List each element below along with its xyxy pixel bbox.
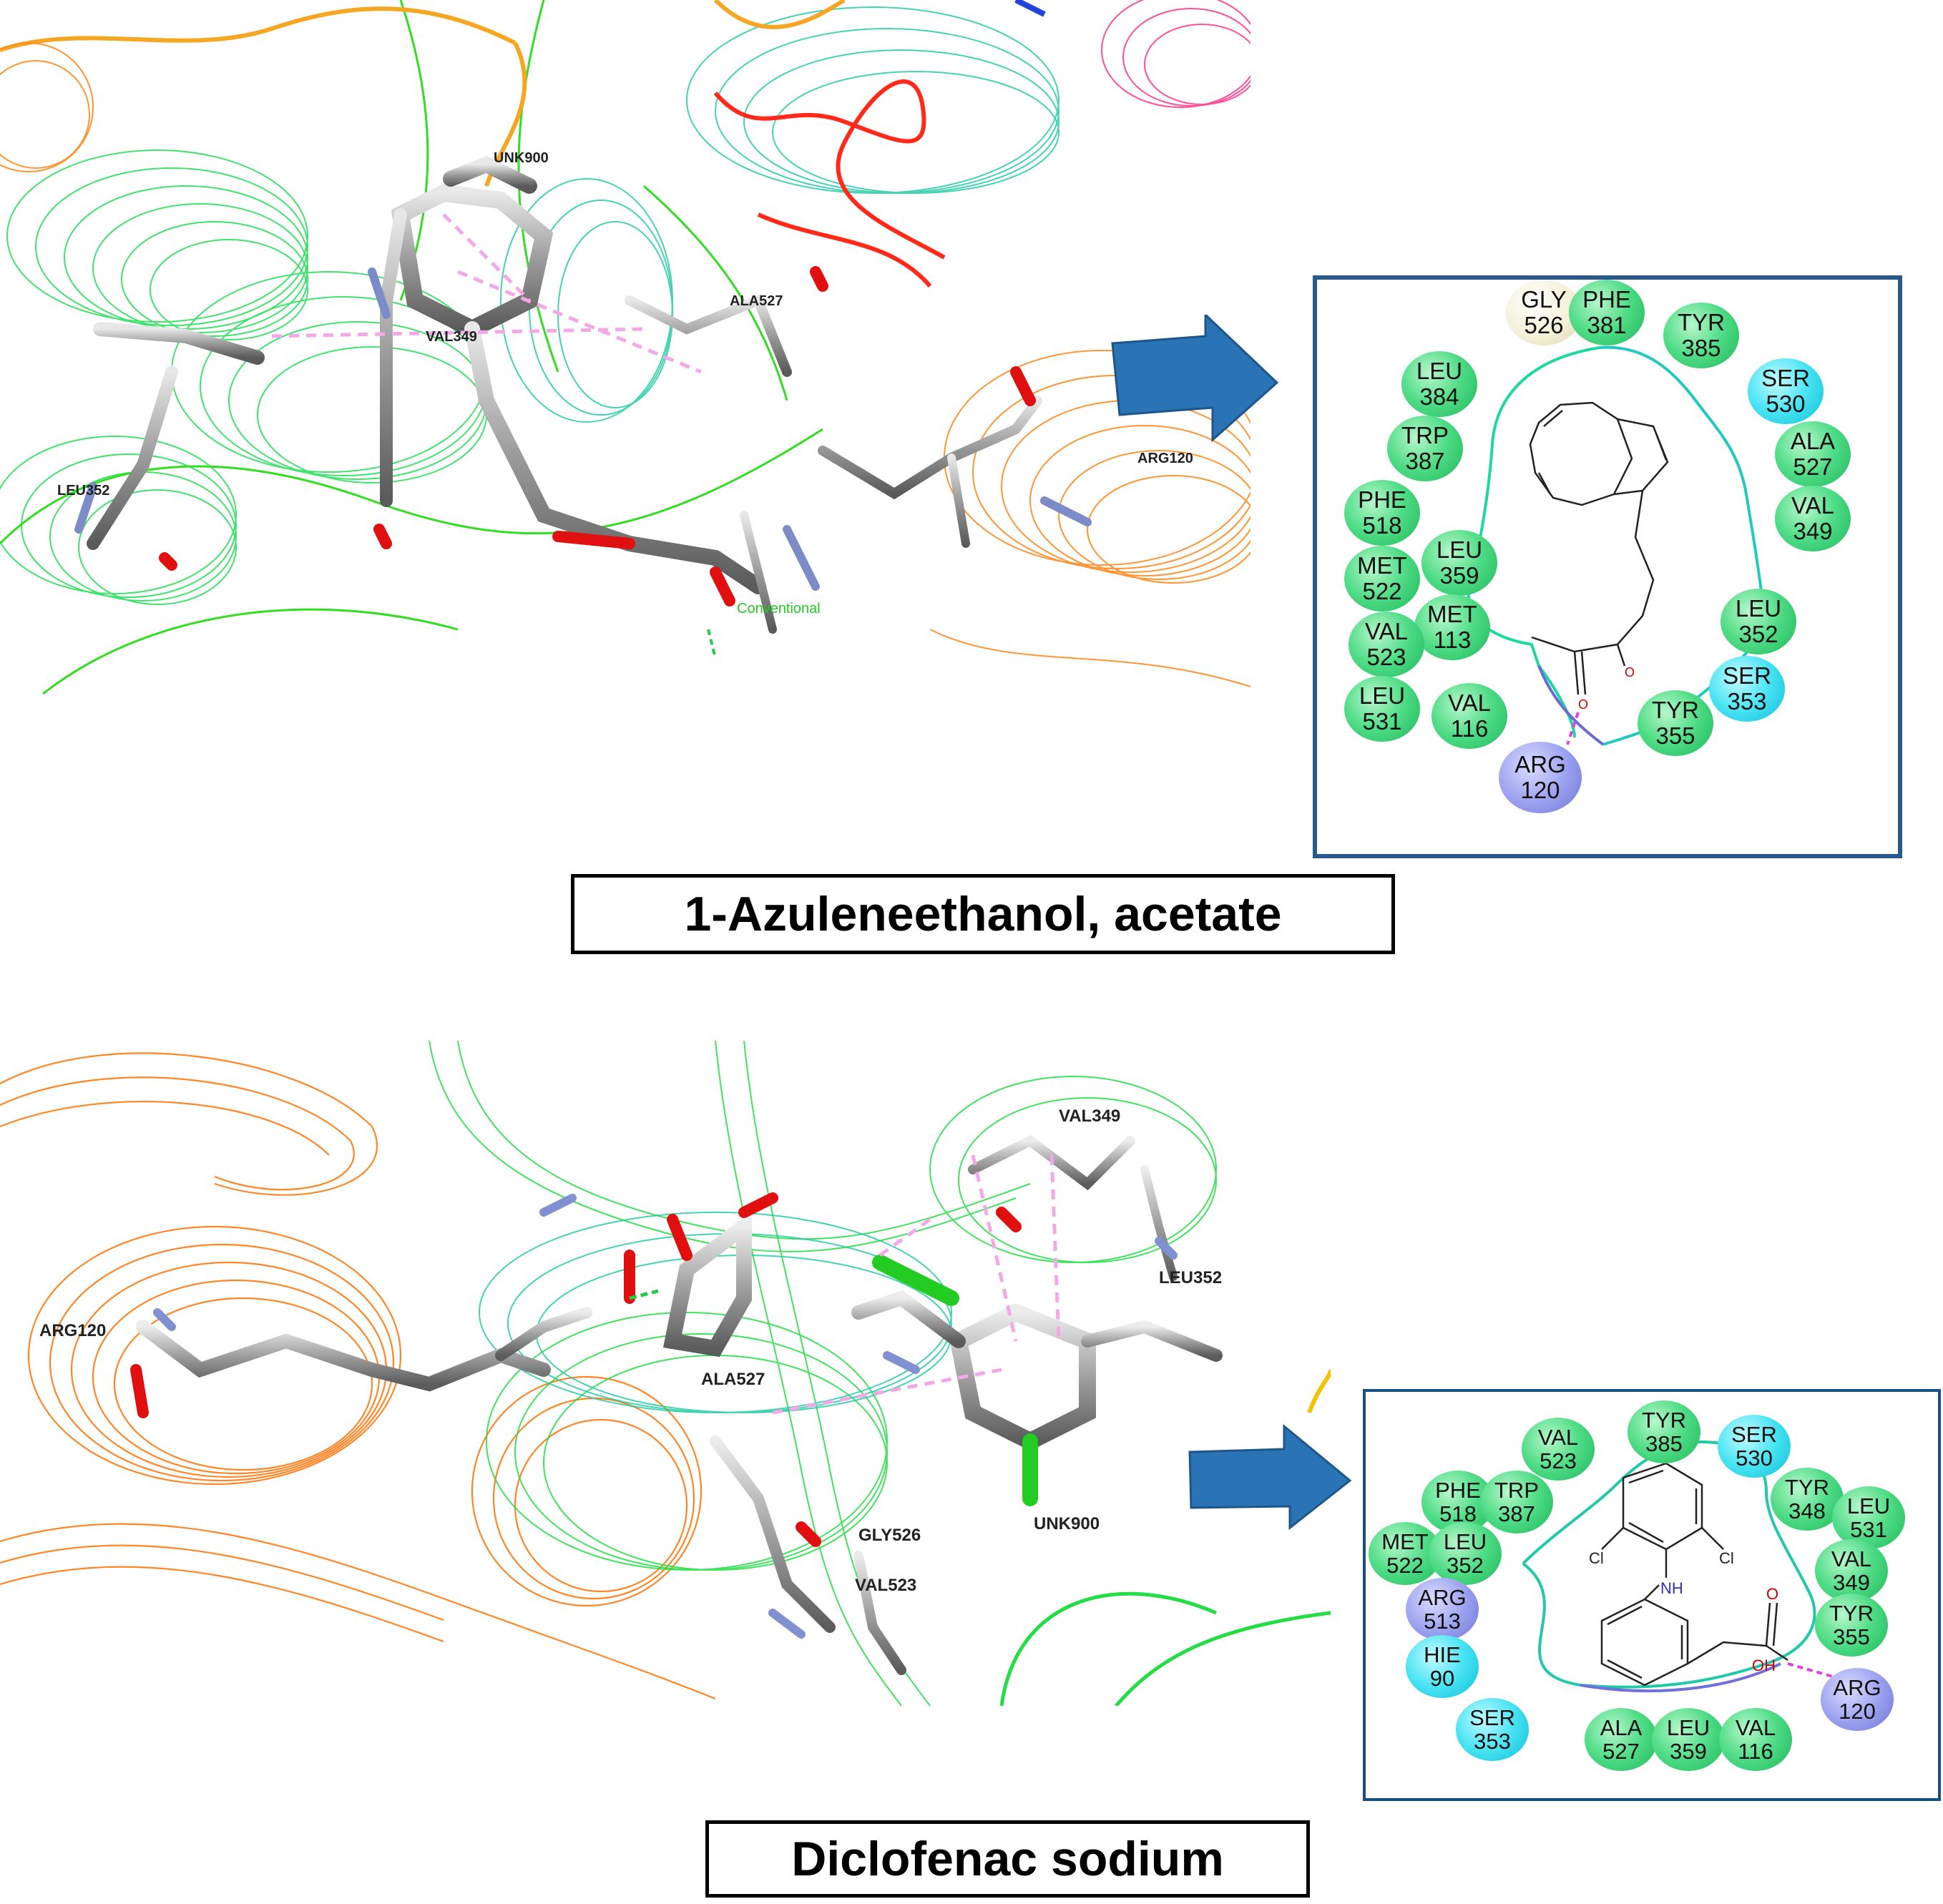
atom-cl-label: Cl	[1719, 1549, 1734, 1567]
label-arg120: ARG120	[39, 1321, 107, 1340]
label-arg120: ARG120	[1137, 451, 1193, 466]
panel2-ligand-structure: Cl Cl NH O OH	[1522, 1440, 1839, 1693]
label-leu352: LEU352	[1159, 1268, 1223, 1287]
atom-nh-label: NH	[1660, 1579, 1683, 1597]
panel2-3d-docking-view: ARG120 VAL349 LEU352 ALA527 GLY526 VAL52…	[0, 1041, 1331, 1706]
label-gly526: GLY526	[858, 1526, 921, 1545]
atom-cl-label: Cl	[1589, 1549, 1604, 1567]
caption-1-azuleneethanol-acetate: 1-Azuleneethanol, acetate	[571, 874, 1395, 954]
arrow-right-icon	[1188, 1423, 1352, 1531]
label-ala527: ALA527	[701, 1370, 765, 1389]
label-unk900: UNK900	[494, 150, 549, 166]
label-val349: VAL349	[1059, 1106, 1121, 1126]
atom-o-label: O	[1766, 1585, 1778, 1603]
atom-oh-label: OH	[1752, 1657, 1776, 1674]
arrow-right-icon	[1111, 315, 1279, 443]
atom-o-label: O	[1578, 697, 1588, 712]
atom-o-label: O	[1625, 665, 1635, 679]
label-unk900: UNK900	[1034, 1514, 1100, 1533]
panel1-3d-docking-view: UNK900 ALA527 VAL349 ARG120 LEU352 Conve…	[0, 0, 1251, 697]
caption-diclofenac-sodium: Diclofenac sodium	[705, 1820, 1310, 1898]
label-conventional: Conventional	[737, 601, 821, 617]
panel2-protein-ribbons	[0, 1041, 1331, 1706]
label-ala527: ALA527	[730, 293, 783, 309]
label-val523: VAL523	[855, 1576, 917, 1595]
label-val349: VAL349	[426, 329, 477, 345]
panel1-protein-ribbons	[0, 0, 1251, 695]
label-leu352: LEU352	[57, 483, 110, 499]
